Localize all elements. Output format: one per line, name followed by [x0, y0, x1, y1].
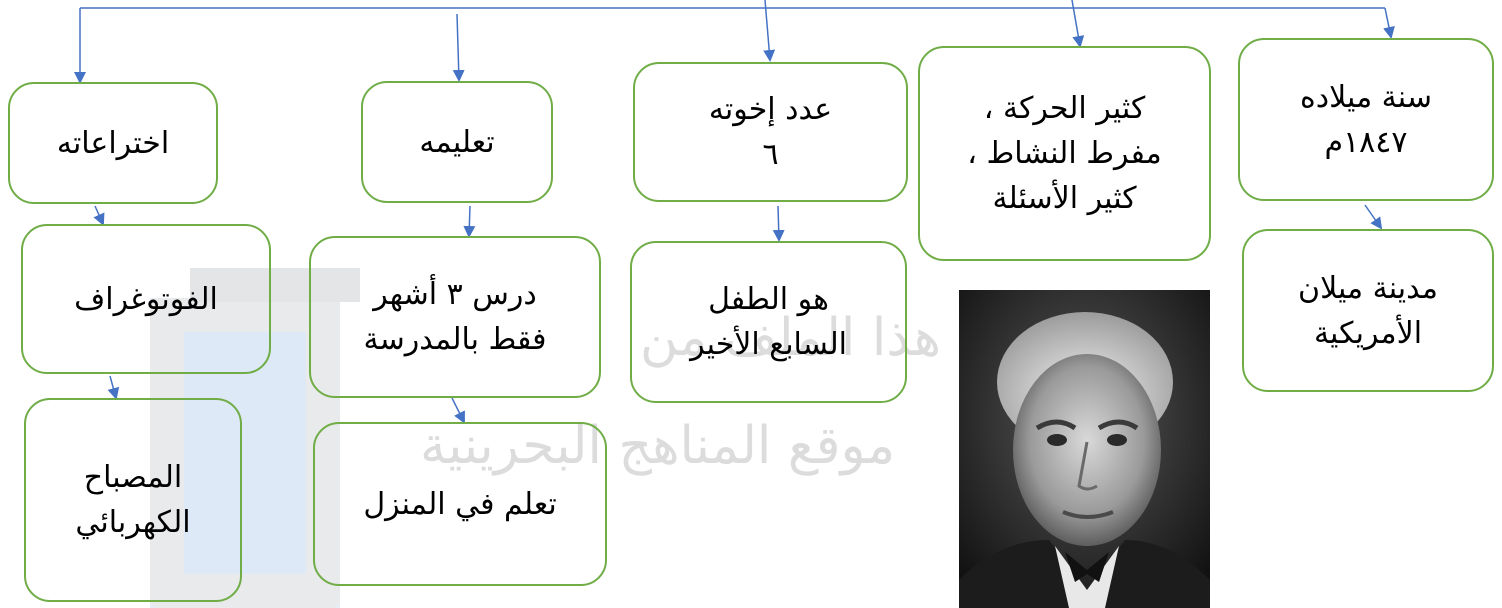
node-seventh-child-text: هو الطفل السابع الأخير — [690, 282, 847, 362]
arrow-to-seventh-child — [772, 205, 785, 242]
node-birth-year-text: سنة ميلاده ١٨٤٧م — [1300, 79, 1432, 160]
node-school-months: درس ٣ أشهر فقط بالمدرسة — [309, 236, 601, 398]
node-birth-city-text: مدينة ميلان الأمريكية — [1298, 270, 1438, 351]
node-traits: كثير الحركة ، مفرط النشاط ، كثير الأسئلة — [918, 46, 1211, 261]
node-traits-text: كثير الحركة ، مفرط النشاط ، كثير الأسئلة — [967, 91, 1162, 216]
arrow-to-school-months — [463, 205, 476, 238]
arrow-to-phonograph — [93, 205, 105, 226]
node-home-learning: تعلم في المنزل — [313, 422, 607, 586]
node-inventions: اختراعاته — [8, 82, 218, 204]
portrait-photo — [959, 290, 1210, 608]
arrow-to-light-bulb — [107, 375, 120, 400]
node-light-bulb-text: المصباح الكهربائي — [75, 460, 191, 540]
arrow-to-home-learning — [451, 397, 465, 424]
node-siblings-text: عدد إخوته ٦ — [708, 92, 833, 172]
node-school-months-text: درس ٣ أشهر فقط بالمدرسة — [363, 277, 547, 357]
node-siblings: عدد إخوته ٦ — [633, 62, 908, 202]
watermark-logo — [150, 298, 340, 608]
node-light-bulb: المصباح الكهربائي — [24, 398, 242, 602]
watermark-text-line2: موقع المناهج البحرينية — [420, 416, 896, 476]
node-birth-year: سنة ميلاده ١٨٤٧م — [1238, 38, 1494, 201]
node-birth-city: مدينة ميلان الأمريكية — [1242, 229, 1494, 392]
node-phonograph-text: الفوتوغراف — [74, 281, 218, 317]
node-phonograph: الفوتوغراف — [21, 224, 271, 374]
node-home-learning-text: تعلم في المنزل — [363, 486, 557, 522]
node-education-text: تعليمه — [419, 124, 495, 160]
arrow-to-education — [452, 13, 465, 82]
node-education: تعليمه — [361, 81, 553, 203]
arrow-to-birth-city — [1364, 204, 1383, 230]
arrow-to-siblings — [763, 0, 776, 62]
node-seventh-child: هو الطفل السابع الأخير — [630, 241, 907, 403]
arrow-to-traits — [1071, 0, 1085, 48]
node-inventions-text: اختراعاته — [56, 125, 170, 161]
arrow-to-birth-year — [1383, 7, 1395, 39]
watermark-logo-bar — [190, 268, 360, 302]
